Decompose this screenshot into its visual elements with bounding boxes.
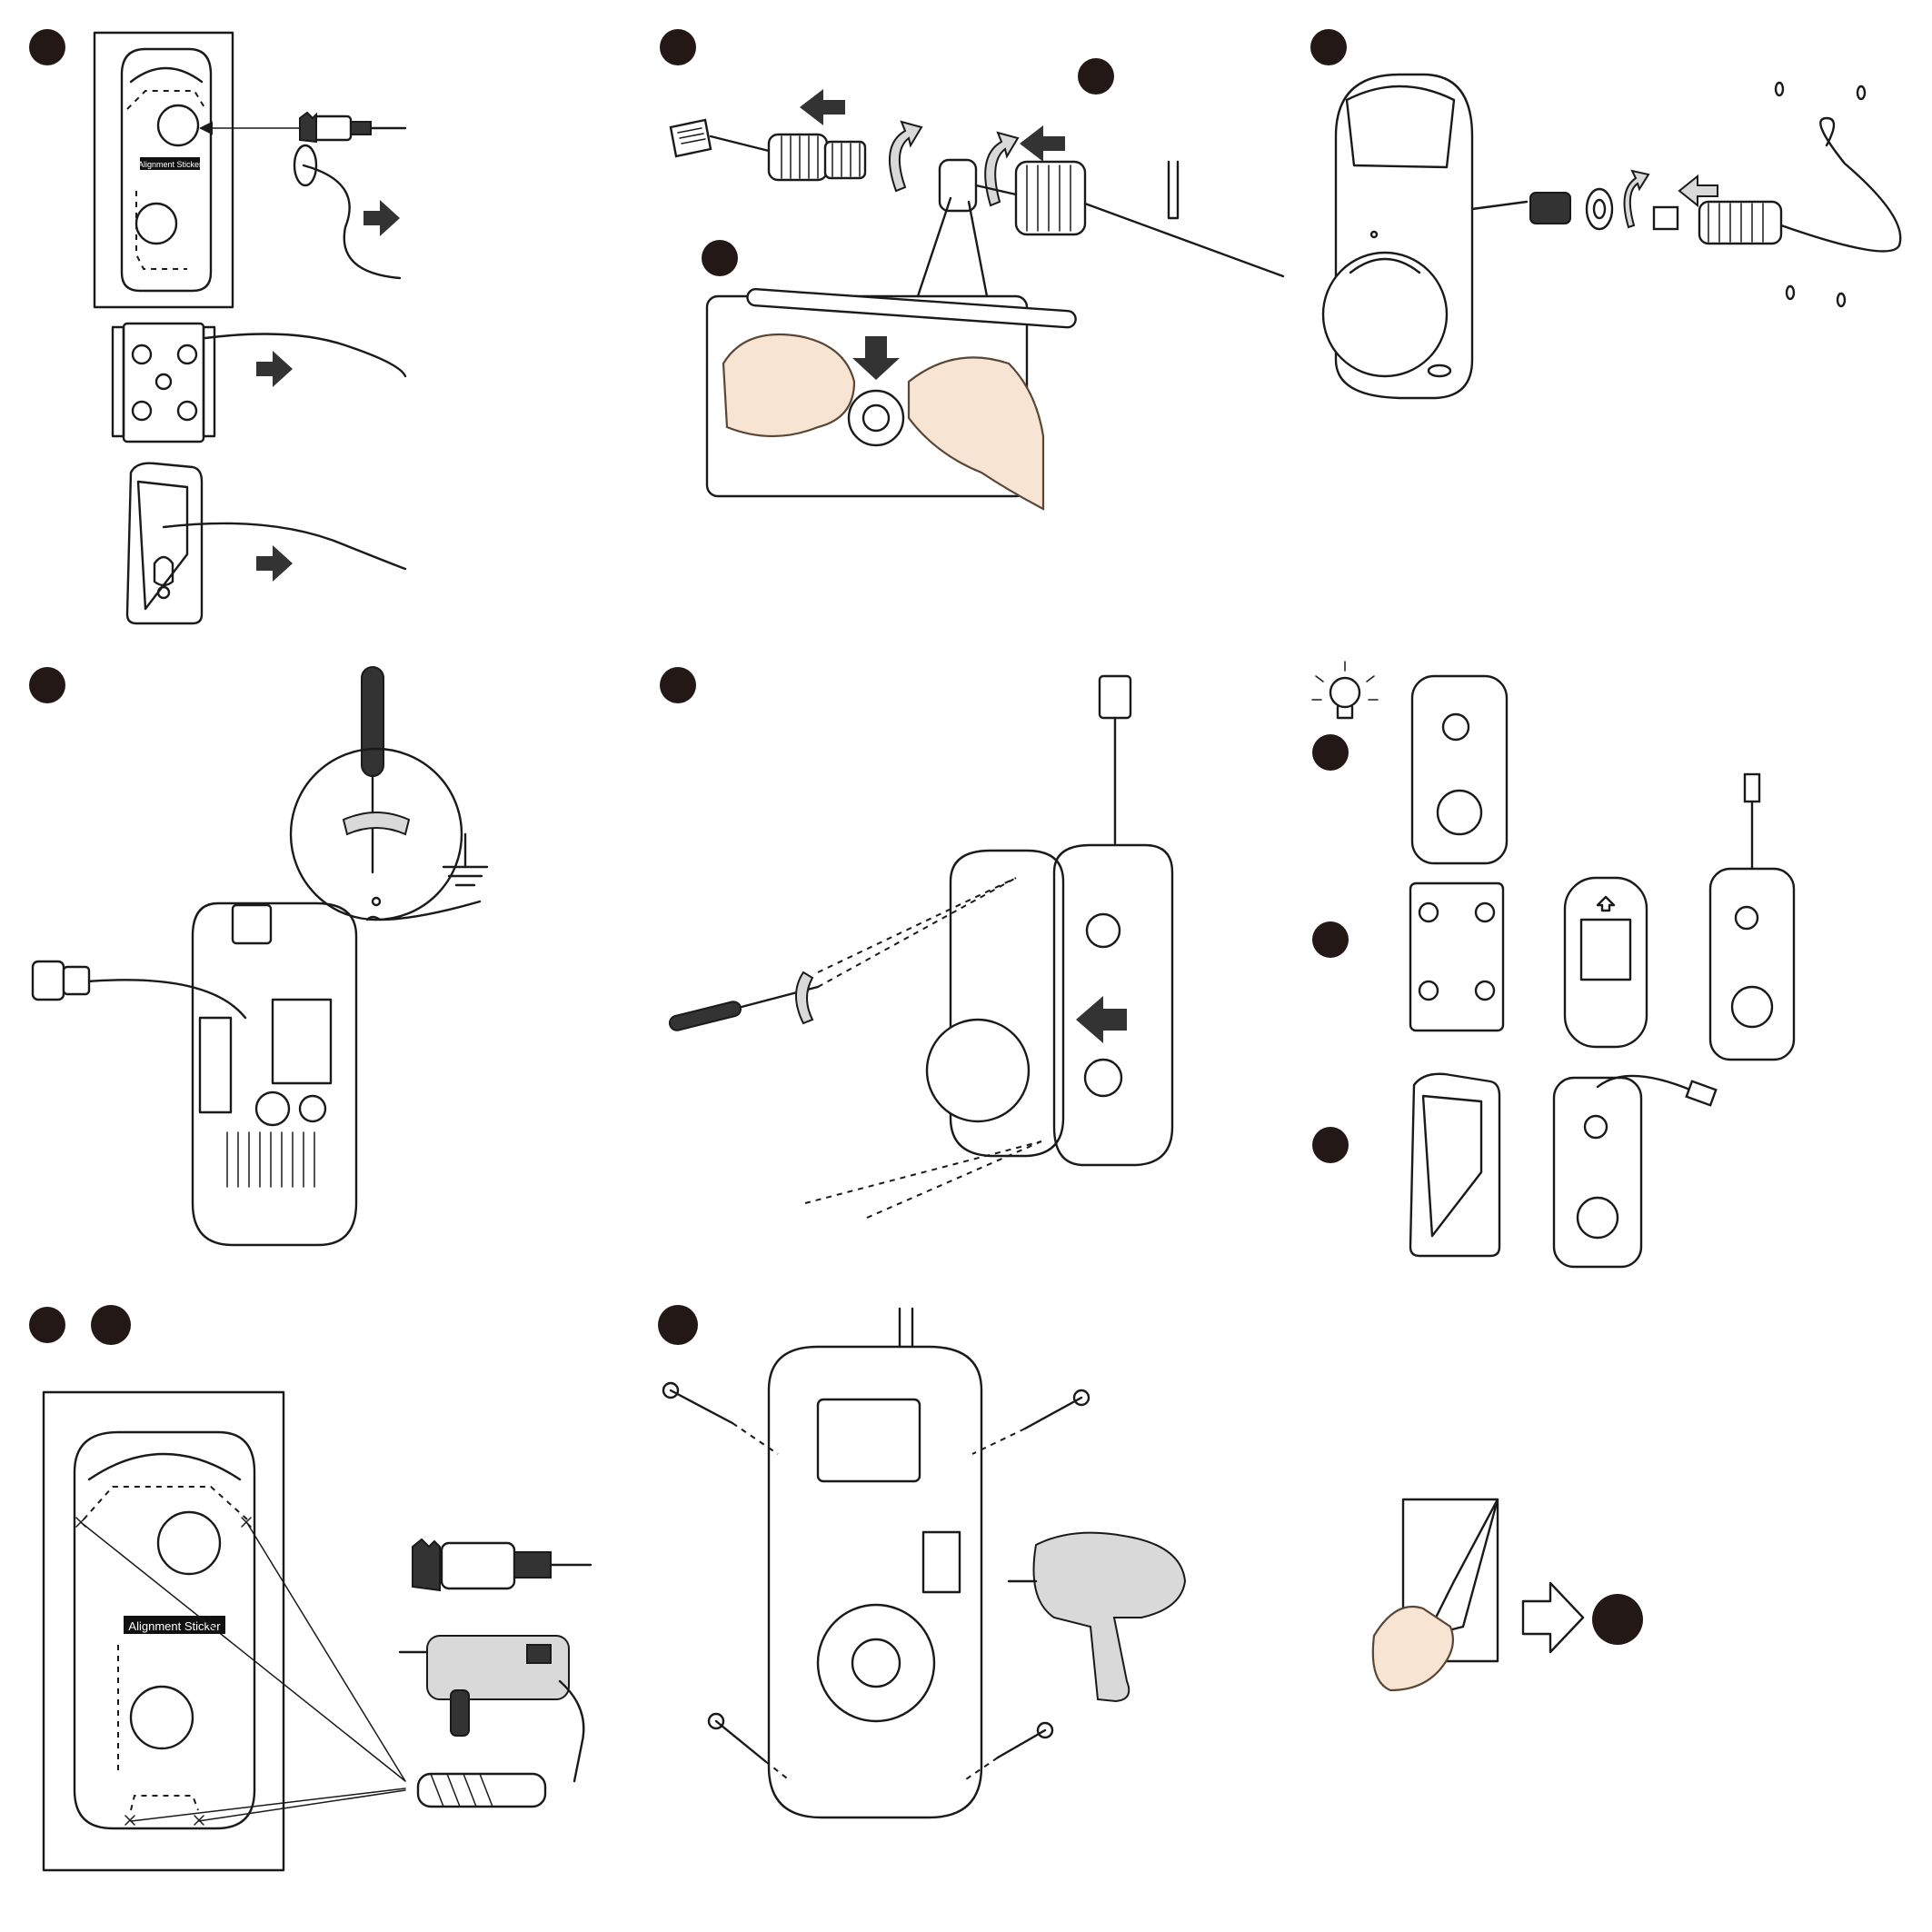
screwdriver-icon — [362, 667, 383, 872]
hole-saw-icon — [300, 113, 405, 142]
camera-side-view — [1323, 75, 1472, 398]
filled-arrow-icon — [256, 545, 293, 582]
cable — [87, 980, 245, 1018]
hammer-drill-icon — [400, 1636, 583, 1781]
camera-base-front — [1412, 676, 1507, 863]
cable-connector — [1100, 676, 1130, 843]
ground-screw — [373, 898, 380, 905]
camera-base-front — [1554, 1076, 1716, 1267]
camera-base-back — [193, 903, 356, 1245]
step-badge — [660, 29, 696, 65]
step-badge — [1592, 1594, 1643, 1645]
filled-arrow-icon — [852, 336, 900, 380]
filled-arrow-icon — [363, 200, 400, 236]
filled-arrow-icon — [256, 351, 293, 387]
panel-6-tip — [1312, 662, 1794, 1267]
camera-top-arc — [89, 1454, 240, 1479]
wall-anchor-icon — [418, 1774, 545, 1807]
rotate-arrow-icon — [1625, 171, 1649, 227]
wall-anchor-mark — [1776, 83, 1783, 95]
wall-anchor-mark — [1787, 286, 1794, 299]
junction-box — [1410, 883, 1503, 1031]
cross-marks — [76, 1518, 251, 1825]
filled-arrow-icon — [1020, 125, 1065, 162]
panel-8 — [658, 1305, 1185, 1817]
wall-anchor-mark — [1837, 294, 1845, 306]
camera-top-arc — [131, 68, 202, 82]
step-badge — [702, 240, 738, 276]
step-badge — [1078, 58, 1114, 95]
step-badge — [29, 29, 65, 65]
panel-2 — [660, 29, 1283, 509]
cable — [1472, 202, 1527, 209]
junction-box — [113, 324, 214, 442]
sticker-label: Alignment Sticker — [138, 160, 202, 169]
camera-mounting — [927, 845, 1172, 1165]
step-badge — [29, 1307, 65, 1343]
panel-4 — [29, 667, 487, 1245]
adapter-bracket — [1410, 1074, 1499, 1256]
wall-edge — [1169, 162, 1178, 218]
step-badge — [1312, 734, 1349, 771]
sealing-nut — [1016, 162, 1085, 234]
camera-base-front — [1710, 774, 1794, 1060]
guide-lines — [818, 878, 1016, 987]
step-badge — [1312, 921, 1349, 958]
wall-anchor-mark — [1857, 86, 1865, 99]
panel-3 — [1310, 29, 1900, 398]
mounting-screw — [663, 1383, 1089, 1761]
lower-hole-mark — [136, 204, 176, 244]
camera-base-front — [769, 1309, 981, 1817]
filled-arrow-icon — [1076, 996, 1127, 1043]
callout-lines — [918, 198, 987, 296]
cable-gland — [1530, 189, 1612, 229]
adapter-bracket — [127, 463, 202, 623]
panel-1: Alignment Sticker — [29, 29, 405, 623]
panel-5 — [660, 667, 1172, 1218]
cable — [205, 334, 405, 377]
cable — [1781, 118, 1900, 251]
lower-hole-mark — [131, 1687, 193, 1748]
cable — [711, 136, 769, 151]
hollow-arrow-icon — [1523, 1583, 1583, 1652]
panel-7: Alignment Sticker — [29, 1305, 591, 1870]
lightbulb-icon — [1312, 662, 1378, 718]
sticker-label: Alignment Sticker — [128, 1619, 221, 1633]
cable-connector — [1654, 202, 1781, 244]
peeled-corner — [1427, 1499, 1498, 1636]
rj45-plug — [671, 120, 711, 156]
cable-detail — [747, 289, 1076, 328]
hole-saw-icon — [413, 1539, 591, 1590]
step-badge — [1312, 1127, 1349, 1163]
step-badge — [91, 1305, 131, 1345]
panel-9 — [1373, 1499, 1643, 1690]
step-badge — [29, 667, 65, 703]
rotate-arrow-icon — [890, 122, 921, 191]
upper-hole-mark — [158, 1512, 220, 1574]
cable-gland — [769, 134, 865, 180]
rotate-arrow-icon — [796, 972, 812, 1023]
power-drill-icon — [1009, 1533, 1185, 1701]
step-badge — [658, 1305, 698, 1345]
guide-lines — [805, 1141, 1041, 1218]
step-badge — [660, 667, 696, 703]
rubber-seal — [940, 160, 976, 211]
leader-lines — [82, 1523, 405, 1821]
upper-hole-mark — [158, 105, 198, 145]
rotate-arrow-icon — [344, 812, 409, 834]
filled-arrow-icon — [800, 89, 845, 125]
cable-connector — [33, 961, 89, 1000]
step-badge — [1310, 29, 1347, 65]
mounting-plate — [1565, 878, 1647, 1047]
